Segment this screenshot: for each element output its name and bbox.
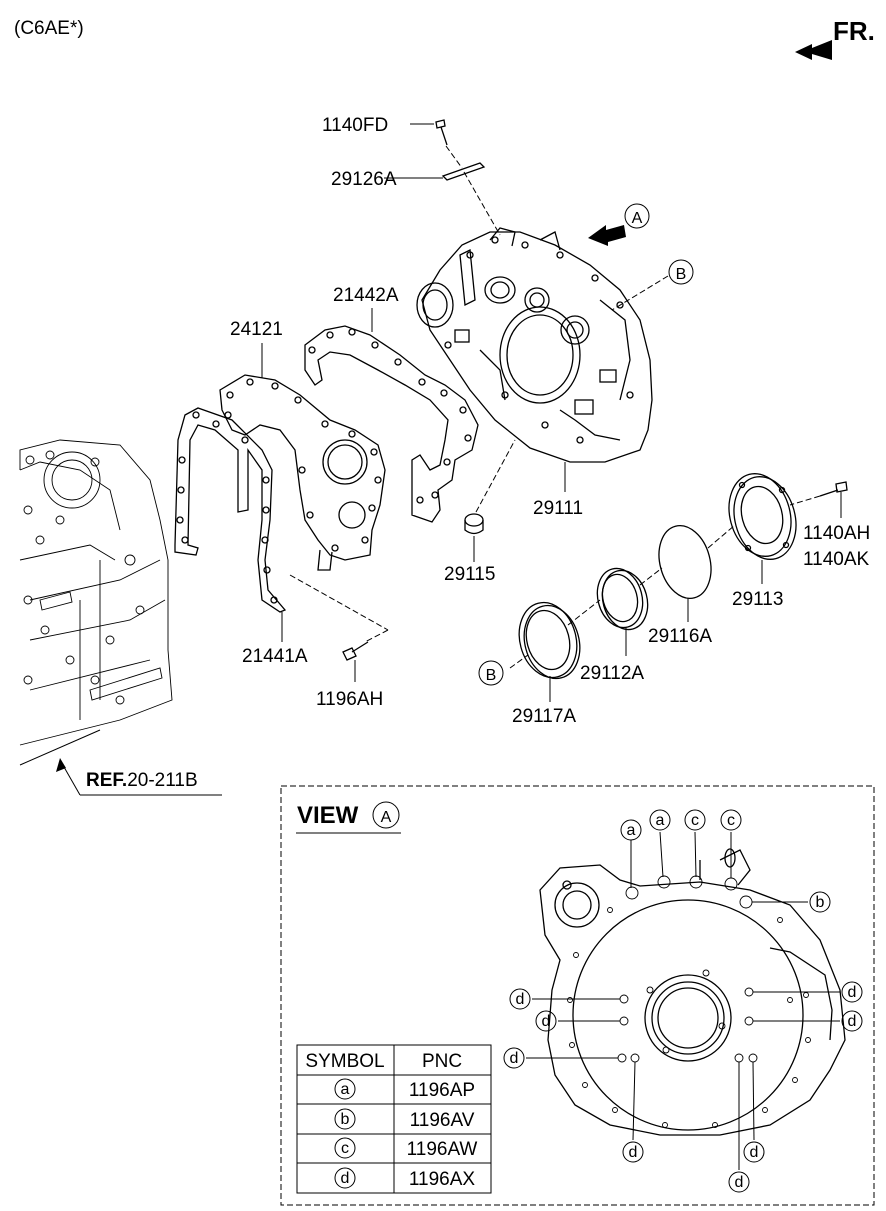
table-header-pnc: PNC <box>422 1051 462 1072</box>
symbol-d-1: d <box>509 988 531 1010</box>
table-row-symbol: c <box>341 1140 349 1157</box>
svg-text:d: d <box>750 1144 759 1161</box>
svg-text:a: a <box>627 822 636 839</box>
symbol-d-3: d <box>503 1047 525 1069</box>
label-29126a: 29126A <box>331 169 397 190</box>
reference-arrow-icon <box>56 758 66 772</box>
svg-text:c: c <box>691 812 699 829</box>
symbol-d-4: d <box>622 1141 644 1163</box>
table-row-symbol: d <box>341 1170 350 1187</box>
view-title: VIEW <box>297 802 359 829</box>
symbol-table: SYMBOL PNC a 1196AP b 1196AV c 1196AW d … <box>296 1044 492 1194</box>
front-arrow-icon <box>795 40 832 60</box>
svg-text:d: d <box>516 991 525 1008</box>
label-29117a: 29117A <box>512 706 576 727</box>
model-code: (C6AE*) <box>14 18 84 39</box>
symbol-b-1: b <box>809 891 831 913</box>
svg-text:c: c <box>727 812 735 829</box>
cover-plate-29126a <box>441 162 486 181</box>
table-row-pnc: 1196AV <box>410 1110 475 1131</box>
view-a-panel <box>280 785 875 1206</box>
reference-leader <box>19 729 222 796</box>
symbol-a-1: a <box>620 819 642 841</box>
label-29112a: 29112A <box>580 663 644 684</box>
label-29111: 29111 <box>533 498 583 519</box>
label-21441a: 21441A <box>242 646 308 667</box>
symbol-d-5: d <box>841 981 863 1003</box>
flywheel-housing-29111 <box>416 227 653 463</box>
label-29115: 29115 <box>444 564 495 585</box>
table-header-symbol: SYMBOL <box>305 1051 384 1072</box>
symbol-d-2: d <box>535 1010 557 1032</box>
symbol-d-6: d <box>841 1010 863 1032</box>
seal-retainer-29113 <box>728 473 797 560</box>
svg-text:d: d <box>848 984 857 1001</box>
housing-bolt-holes <box>567 875 811 1128</box>
plug-29115 <box>464 513 484 535</box>
table-row-pnc: 1196AP <box>409 1080 475 1101</box>
label-1140fd: 1140FD <box>322 115 388 136</box>
gasket-24121 <box>219 374 386 571</box>
table-row-pnc: 1196AX <box>409 1169 476 1190</box>
svg-text:A: A <box>632 210 643 227</box>
label-29116a: 29116A <box>648 626 712 647</box>
label-29113: 29113 <box>732 589 783 610</box>
bolt-1196ah <box>342 641 369 661</box>
oil-seal-29117a <box>518 601 581 680</box>
marker-a-top: A <box>624 203 650 229</box>
seal-ring-29112a <box>596 567 649 631</box>
svg-text:b: b <box>816 894 825 911</box>
svg-text:B: B <box>486 667 497 684</box>
table-row-symbol: a <box>341 1081 350 1098</box>
symbol-d-7: d <box>743 1141 765 1163</box>
table-row-pnc: 1196AW <box>407 1139 478 1160</box>
engine-block <box>19 439 173 746</box>
label-1196ah: 1196AH <box>316 689 383 710</box>
symbol-a-2: a <box>649 809 671 831</box>
svg-text:d: d <box>629 1144 638 1161</box>
svg-text:d: d <box>542 1013 551 1030</box>
label-1140ak: 1140AK <box>803 549 870 570</box>
bolt-1140ah <box>819 481 848 497</box>
front-label: FR. <box>833 16 875 46</box>
svg-text:a: a <box>656 812 665 829</box>
symbol-leaders <box>526 831 840 1170</box>
svg-text:d: d <box>510 1050 519 1067</box>
svg-text:d: d <box>848 1013 857 1030</box>
view-direction-arrow-icon <box>588 225 626 246</box>
svg-text:A: A <box>381 809 392 826</box>
label-24121: 24121 <box>230 319 283 340</box>
label-1140ah: 1140AH <box>803 523 870 544</box>
symbol-c-2: c <box>720 809 742 831</box>
o-ring-29116a <box>658 525 712 599</box>
bolt-1140fd <box>435 119 448 146</box>
view-marker-a: A <box>372 801 400 829</box>
reference-label: REF.20-211B <box>86 770 198 791</box>
svg-text:B: B <box>676 266 687 283</box>
marker-b-top: B <box>668 259 694 285</box>
housing-rear-view <box>539 848 846 1136</box>
table-row-symbol: b <box>341 1111 350 1128</box>
marker-b-bottom: B <box>478 660 504 686</box>
symbol-d-8: d <box>728 1171 750 1193</box>
label-21442a: 21442A <box>333 285 399 306</box>
gasket-21441a <box>174 407 287 613</box>
symbol-c-1: c <box>684 809 706 831</box>
gasket-21442a <box>304 325 479 523</box>
svg-text:d: d <box>735 1174 744 1191</box>
